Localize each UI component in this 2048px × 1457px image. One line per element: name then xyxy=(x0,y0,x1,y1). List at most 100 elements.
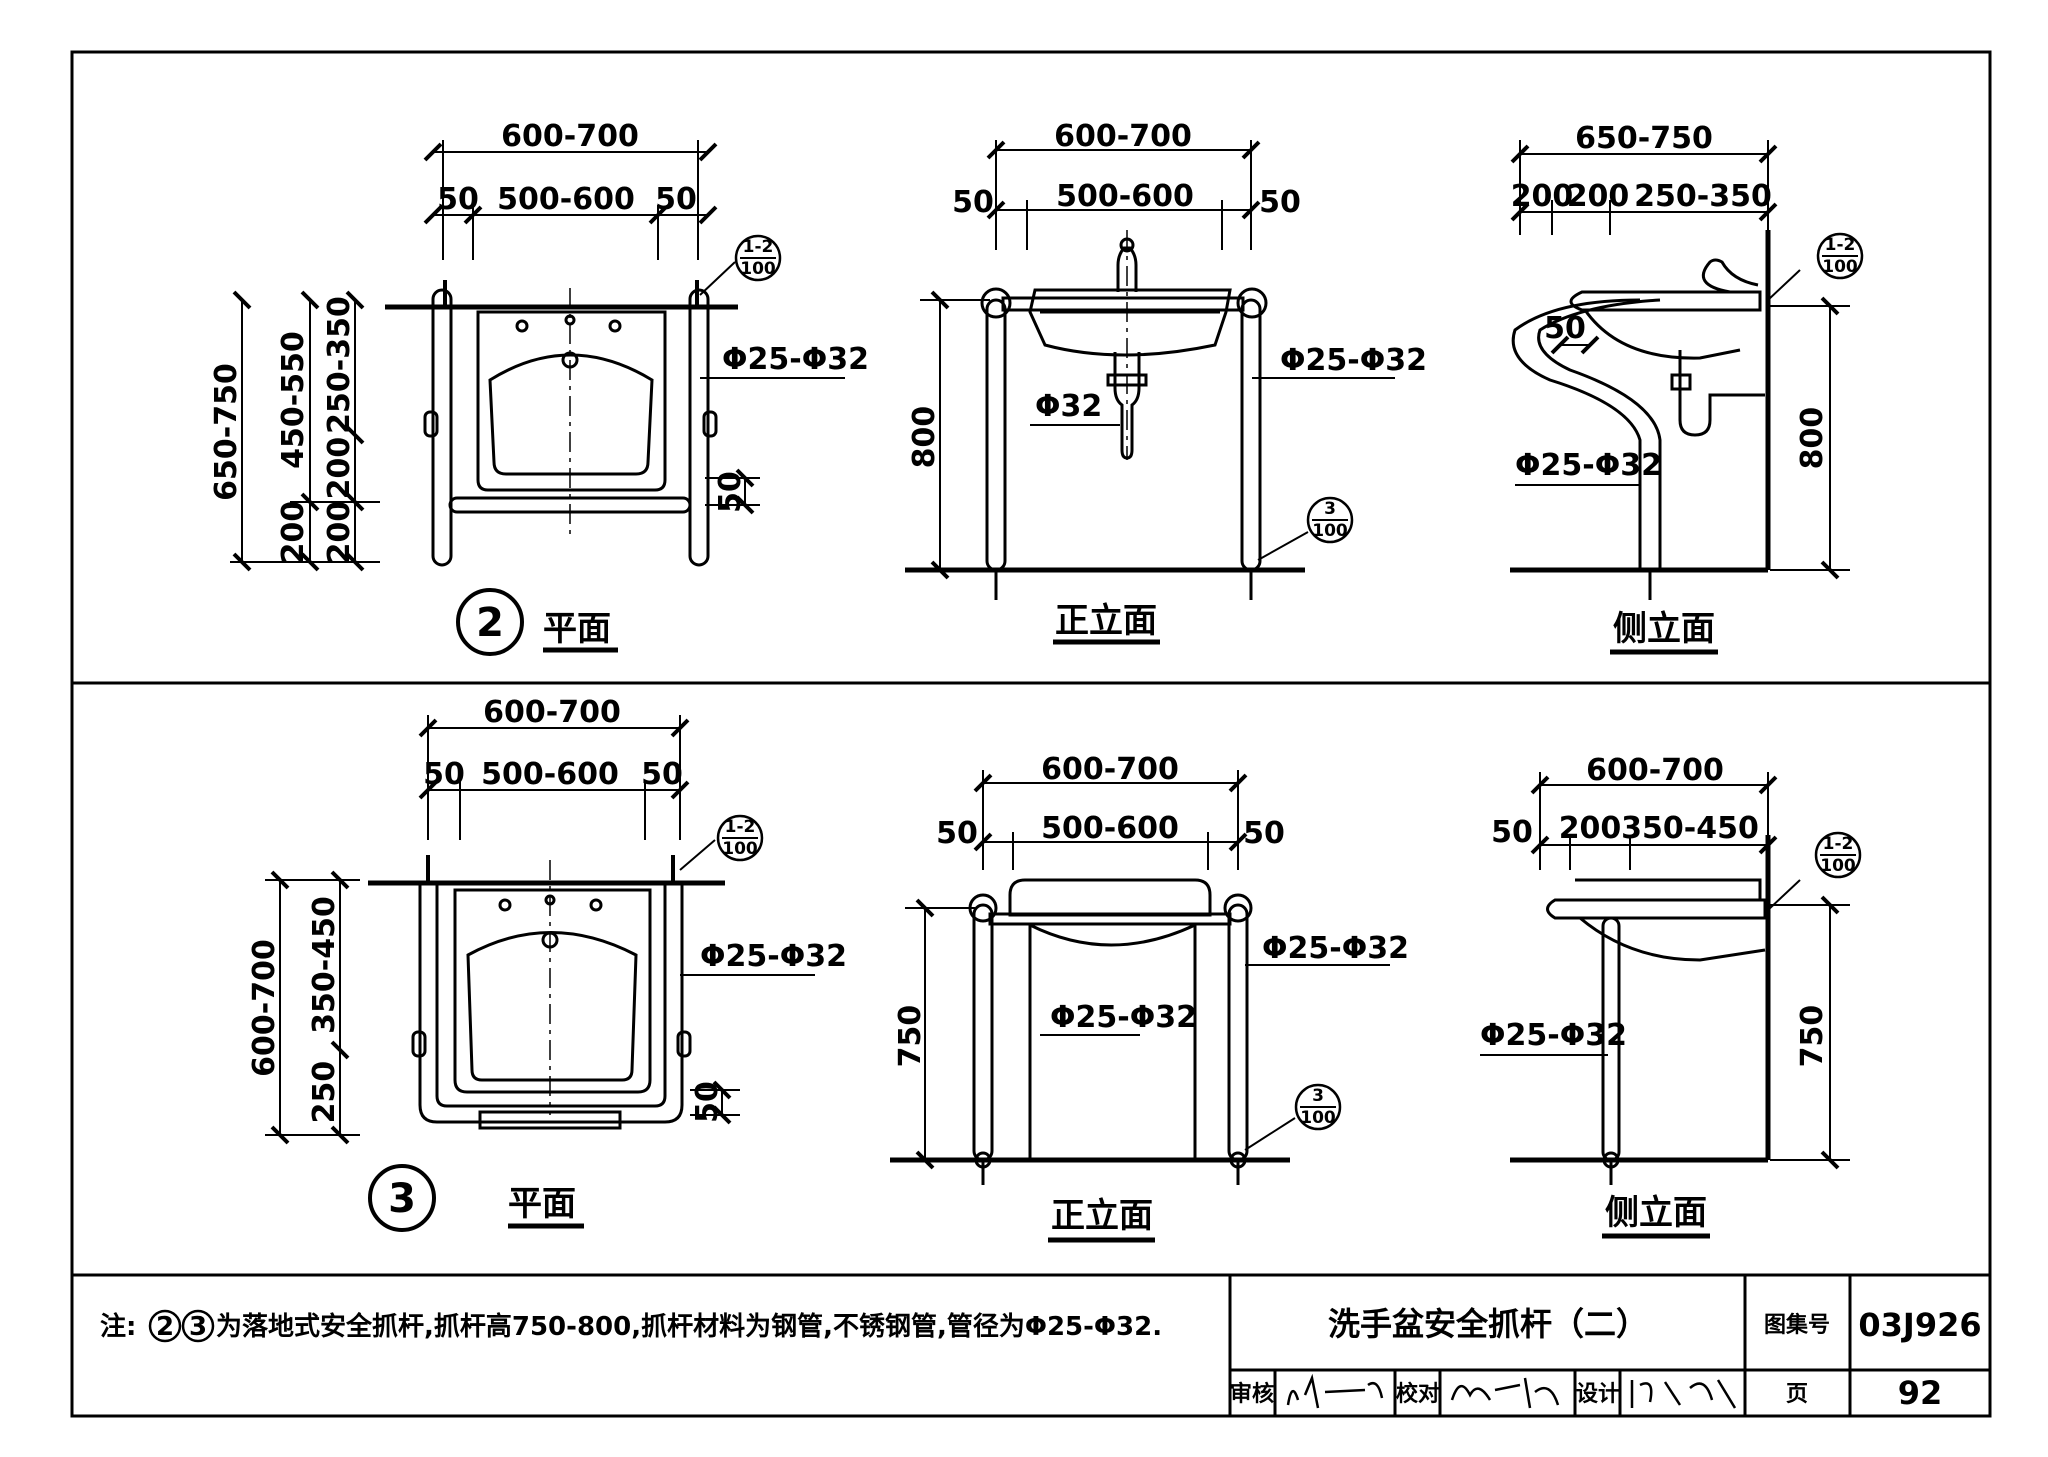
svg-text:Φ25-Φ32: Φ25-Φ32 xyxy=(1515,448,1662,483)
row1-side-view xyxy=(1510,230,1771,600)
dim-bar-gap-b: 200 xyxy=(322,437,357,500)
svg-text:500-600: 500-600 xyxy=(481,757,619,792)
signature-designer xyxy=(1630,1379,1737,1409)
svg-text:50: 50 xyxy=(952,185,994,220)
view-caption: 平面 xyxy=(508,1184,576,1224)
svg-text:600-700: 600-700 xyxy=(1586,753,1724,788)
svg-text:500-600: 500-600 xyxy=(1056,179,1194,214)
svg-text:50: 50 xyxy=(423,757,465,792)
row1-side-dimensions xyxy=(1510,140,1850,580)
pipe-diameter-label: Φ25-Φ32 xyxy=(722,342,869,377)
detail-index-circle xyxy=(456,588,524,656)
note-circled-2: 2 xyxy=(156,1312,174,1342)
detail-ref-marker: 1-2 100 xyxy=(1814,831,1862,879)
review-label: 审核 xyxy=(1230,1381,1274,1407)
svg-text:50: 50 xyxy=(690,1081,725,1123)
svg-text:600-700: 600-700 xyxy=(1041,752,1179,787)
svg-text:650-750: 650-750 xyxy=(1575,121,1713,156)
svg-text:3: 3 xyxy=(1312,1086,1324,1106)
note-text: 为落地式安全抓杆,抓杆高750-800,抓杆材料为钢管,不锈钢管,管径为Φ25-… xyxy=(216,1311,1162,1342)
row2-front-view xyxy=(890,878,1290,1185)
detail-index-number: 2 xyxy=(476,600,504,646)
svg-text:1-2: 1-2 xyxy=(743,237,774,257)
row2-front-labels: 600-700 50 500-600 50 750 Φ25-Φ32 Φ25-Φ3… xyxy=(893,752,1409,1243)
row2-front-dimensions xyxy=(905,770,1390,1170)
svg-text:Φ25-Φ32: Φ25-Φ32 xyxy=(1280,343,1427,378)
row2-side-view xyxy=(1510,835,1771,1185)
page-number: 92 xyxy=(1898,1374,1943,1412)
title-block xyxy=(1228,1275,1990,1416)
view-caption: 正立面 xyxy=(1055,601,1157,641)
note-prefix: 注: xyxy=(100,1311,136,1342)
dim-basin-width: 500-600 xyxy=(497,182,635,217)
check-label: 校对 xyxy=(1396,1381,1440,1407)
atlas-label: 图集号 xyxy=(1764,1312,1830,1338)
svg-text:100: 100 xyxy=(722,839,758,859)
row1-side-labels: 650-750 200 200 250-350 50 Φ25-Φ32 800 1… xyxy=(1511,121,1864,655)
dim-overall-width: 600-700 xyxy=(501,119,639,154)
svg-text:100: 100 xyxy=(1822,257,1858,277)
view-caption: 侧立面 xyxy=(1605,1193,1707,1233)
dim-overall-depth: 650-750 xyxy=(209,363,244,501)
svg-text:250: 250 xyxy=(307,1061,342,1124)
svg-text:600-700: 600-700 xyxy=(483,695,621,730)
svg-text:200: 200 xyxy=(1567,179,1630,214)
svg-text:500-600: 500-600 xyxy=(1041,811,1179,846)
svg-text:Φ25-Φ32: Φ25-Φ32 xyxy=(700,939,847,974)
svg-text:100: 100 xyxy=(1820,856,1856,876)
row2-side-labels: 600-700 50 200 350-450 Φ25-Φ32 750 1-2 1… xyxy=(1480,753,1862,1239)
svg-text:3: 3 xyxy=(388,1176,416,1222)
svg-text:Φ25-Φ32: Φ25-Φ32 xyxy=(1480,1018,1627,1053)
dim-right-offset: 50 xyxy=(655,182,697,217)
row2-plan-labels: 600-700 50 500-600 50 600-700 350-450 25… xyxy=(247,695,847,1232)
svg-text:200: 200 xyxy=(1511,179,1574,214)
page-label: 页 xyxy=(1786,1382,1808,1407)
drawing-title: 洗手盆安全抓杆（二） xyxy=(1328,1305,1648,1343)
svg-text:Φ25-Φ32: Φ25-Φ32 xyxy=(1262,931,1409,966)
dim-left-offset: 50 xyxy=(437,182,479,217)
svg-text:100: 100 xyxy=(1312,521,1348,541)
dim-bar-gap-a: 200 xyxy=(276,501,311,564)
svg-text:800: 800 xyxy=(907,406,942,469)
svg-text:1-2: 1-2 xyxy=(725,817,756,837)
svg-text:Φ25-Φ32: Φ25-Φ32 xyxy=(1050,1000,1197,1035)
note-block: 注: 2 3 为落地式安全抓杆,抓杆高750-800,抓杆材料为钢管,不锈钢管,… xyxy=(100,1309,1162,1343)
svg-text:50: 50 xyxy=(1491,815,1533,850)
view-caption: 正立面 xyxy=(1051,1196,1153,1236)
row1-front-dimensions xyxy=(920,140,1395,580)
row2-side-dimensions xyxy=(1480,772,1850,1170)
row1-plan-labels: 600-700 50 500-600 50 650-750 450-550 25… xyxy=(209,119,869,656)
svg-text:50: 50 xyxy=(641,757,683,792)
svg-text:50: 50 xyxy=(1544,311,1586,346)
title-block-text: 洗手盆安全抓杆（二） 图集号 03J926 审核 校对 设计 页 92 xyxy=(1230,1305,1982,1412)
svg-text:50: 50 xyxy=(936,816,978,851)
dim-bar-gap-c: 200 xyxy=(322,501,357,564)
detail-index-circle xyxy=(368,1164,436,1232)
svg-text:3: 3 xyxy=(1324,499,1336,519)
signature-reviewer xyxy=(1286,1373,1384,1409)
svg-text:Φ32: Φ32 xyxy=(1035,389,1102,424)
atlas-number: 03J926 xyxy=(1858,1306,1981,1344)
detail-ref-marker: 1-2 100 xyxy=(1816,232,1864,280)
svg-text:100: 100 xyxy=(740,259,776,279)
view-caption: 平面 xyxy=(543,609,611,649)
row2-plan-dimensions xyxy=(265,715,815,1145)
row1-front-labels: 600-700 50 500-600 50 800 Φ32 Φ25-Φ32 3 … xyxy=(907,119,1427,645)
svg-text:600-700: 600-700 xyxy=(1054,119,1192,154)
svg-text:600-700: 600-700 xyxy=(247,939,282,1077)
dim-front-depth: 250-350 xyxy=(322,296,357,434)
svg-text:1-2: 1-2 xyxy=(1825,235,1856,255)
dim-basin-depth: 450-550 xyxy=(276,331,311,469)
row1-front-view xyxy=(905,230,1305,600)
dim-bar-thickness: 50 xyxy=(713,471,748,513)
design-label: 设计 xyxy=(1576,1382,1620,1407)
detail-ref-marker: 3 100 xyxy=(1306,496,1354,544)
sheet-border xyxy=(70,50,1992,1418)
svg-text:50: 50 xyxy=(1259,185,1301,220)
svg-text:350-450: 350-450 xyxy=(1621,811,1759,846)
svg-text:100: 100 xyxy=(1300,1108,1336,1128)
svg-text:800: 800 xyxy=(1795,407,1830,470)
detail-ref-marker: 1-2 100 xyxy=(734,234,782,282)
row1-plan-dimensions xyxy=(230,140,845,572)
